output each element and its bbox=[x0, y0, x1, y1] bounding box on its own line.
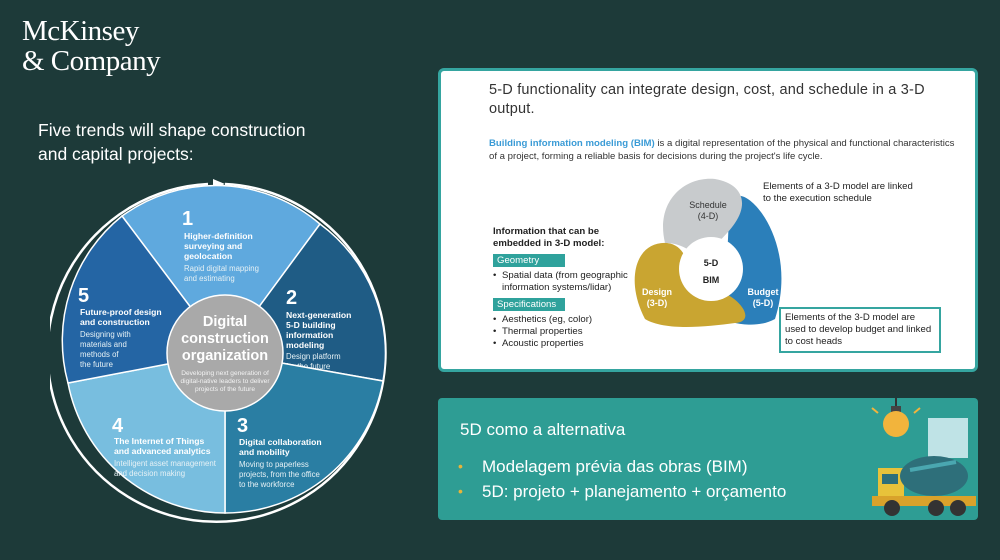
bim-definition-text: is a digital representation of the physi… bbox=[489, 138, 955, 162]
segment-5-desc-1: Designing with bbox=[80, 330, 131, 339]
alternative-item: • 5D: projeto + planejamento + orçamento bbox=[458, 479, 786, 504]
bim-definition: Building information modeling (BIM) is a… bbox=[489, 137, 959, 163]
segment-1-desc-2: and estimating bbox=[184, 274, 235, 283]
segment-3-desc-1: Moving to paperless bbox=[239, 460, 309, 469]
segment-2-title-4: modeling bbox=[286, 340, 324, 350]
segment-1-shape bbox=[120, 184, 322, 355]
segment-5-desc-3: methods of bbox=[80, 350, 119, 359]
venn-schedule-shape bbox=[663, 178, 743, 266]
center-title-3: organization bbox=[182, 348, 268, 364]
segment-1-desc-1: Rapid digital mapping bbox=[184, 264, 259, 273]
segment-5-number: 5 bbox=[78, 285, 89, 307]
venn-svg: 5-D BIM Schedule (4-D) Design (3-D) Budg… bbox=[634, 178, 782, 327]
venn-center bbox=[679, 237, 743, 301]
segment-4-title-1: The Internet of Things bbox=[114, 436, 204, 446]
alternative-item: • Modelagem prévia das obras (BIM) bbox=[458, 454, 786, 479]
segment-5-desc-4: the future bbox=[80, 360, 113, 369]
logo-line-1: McKinsey bbox=[22, 15, 139, 47]
info-title: Information that can be embedded in 3-D … bbox=[493, 226, 605, 249]
segment-2-title-2: 5-D building bbox=[286, 320, 336, 330]
alternative-card: 5D como a alternativa • Modelagem prévia … bbox=[438, 398, 978, 520]
spec-item: Aesthetics (eg, color) bbox=[493, 314, 643, 326]
center-desc-1: Developing next generation of bbox=[181, 370, 269, 377]
segment-1-title-2: surveying and bbox=[184, 241, 242, 251]
lightbulb-icon bbox=[871, 398, 921, 437]
segment-3-title-2: and mobility bbox=[239, 447, 290, 457]
trends-wheel: 1 Higher-definition surveying and geoloc… bbox=[50, 178, 400, 528]
venn-schedule-sub: (4-D) bbox=[698, 211, 719, 221]
bim-definition-term: Building information modeling (BIM) bbox=[489, 138, 655, 149]
schedule-note: Elements of a 3-D model are linked to th… bbox=[763, 181, 913, 204]
segment-3-number: 3 bbox=[237, 415, 248, 437]
alternative-title: 5D como a alternativa bbox=[460, 420, 626, 439]
specifications-list: Aesthetics (eg, color) Thermal propertie… bbox=[493, 314, 643, 350]
specifications-tag: Specifications bbox=[493, 298, 565, 311]
segment-3-desc-3: to the workforce bbox=[239, 480, 294, 489]
illustration-bg-block bbox=[928, 418, 968, 458]
venn-design-label: Design bbox=[642, 287, 672, 297]
venn-design-sub: (3-D) bbox=[647, 298, 668, 308]
construction-illustration-svg bbox=[871, 398, 976, 516]
bim-card: 5-D functionality can integrate design, … bbox=[438, 68, 978, 372]
segment-2-title-3: information bbox=[286, 330, 333, 340]
venn-budget-sub: (5-D) bbox=[753, 298, 774, 308]
spec-item: Thermal properties bbox=[493, 326, 643, 338]
alternative-item-text: Modelagem prévia das obras (BIM) bbox=[482, 457, 748, 476]
segment-5-title-2: and construction bbox=[80, 317, 150, 327]
segment-5-desc-2: materials and bbox=[80, 340, 127, 349]
bullet-dot-icon: • bbox=[458, 483, 463, 499]
center-desc-2: digital-native leaders to deliver bbox=[180, 378, 270, 385]
geometry-tag: Geometry bbox=[493, 254, 565, 267]
venn-center-line1: 5-D bbox=[704, 258, 719, 268]
venn-schedule-label: Schedule bbox=[689, 200, 727, 210]
geometry-item: Spatial data (from geographic informatio… bbox=[493, 270, 643, 294]
concrete-truck-icon bbox=[872, 456, 976, 516]
segment-2-title-1: Next-generation bbox=[286, 310, 351, 320]
bim-heading: 5-D functionality can integrate design, … bbox=[489, 82, 925, 117]
info-block: Information that can be embedded in 3-D … bbox=[493, 226, 643, 350]
segment-2-number: 2 bbox=[286, 287, 297, 309]
segment-1-title-1: Higher-definition bbox=[184, 231, 253, 241]
alternative-list: • Modelagem prévia das obras (BIM) • 5D: p… bbox=[458, 454, 786, 504]
segment-3-title-1: Digital collaboration bbox=[239, 437, 322, 447]
segment-2-desc-2: for the future bbox=[286, 362, 330, 371]
center-desc-3: projects of the future bbox=[195, 386, 255, 393]
bullet-dot-icon: • bbox=[458, 458, 463, 474]
logo-line-2: & Company bbox=[22, 45, 161, 77]
outer-ring bbox=[50, 182, 387, 523]
segment-4-title-2: and advanced analytics bbox=[114, 446, 211, 456]
segment-1[interactable]: 1 Higher-definition surveying and geoloc… bbox=[120, 184, 322, 355]
mckinsey-logo: McKinsey & Company bbox=[22, 15, 161, 77]
segment-4-desc-2: and decision making bbox=[114, 469, 185, 478]
center-title-1: Digital bbox=[203, 314, 247, 330]
venn-budget-label: Budget bbox=[748, 287, 779, 297]
wheel-center: Digital construction organization Develo… bbox=[166, 294, 284, 412]
segment-1-number: 1 bbox=[182, 208, 193, 230]
segment-3-desc-2: projects, from the office bbox=[239, 470, 320, 479]
budget-note-box: Elements of the 3-D model are used to de… bbox=[779, 307, 941, 353]
segment-4-number: 4 bbox=[112, 415, 124, 437]
construction-illustration bbox=[858, 398, 978, 520]
geometry-list: Spatial data (from geographic informatio… bbox=[493, 270, 643, 294]
center-title-2: construction bbox=[181, 331, 269, 347]
segment-1-title-3: geolocation bbox=[184, 251, 232, 261]
center-circle bbox=[166, 294, 284, 412]
trends-wheel-svg: 1 Higher-definition surveying and geoloc… bbox=[50, 179, 387, 523]
slide-subtitle: Five trends will shape construction and … bbox=[38, 120, 306, 164]
venn-center-line2: BIM bbox=[703, 275, 720, 285]
alternative-item-text: 5D: projeto + planejamento + orçamento bbox=[482, 482, 787, 501]
spec-item: Acoustic properties bbox=[493, 338, 643, 350]
bim-venn-diagram: 5-D BIM Schedule (4-D) Design (3-D) Budg… bbox=[625, 171, 795, 331]
segment-4-desc-1: Intelligent asset management bbox=[114, 459, 217, 468]
segment-5-title-1: Future-proof design bbox=[80, 307, 162, 317]
segment-2-desc-1: Design platform bbox=[286, 352, 341, 361]
